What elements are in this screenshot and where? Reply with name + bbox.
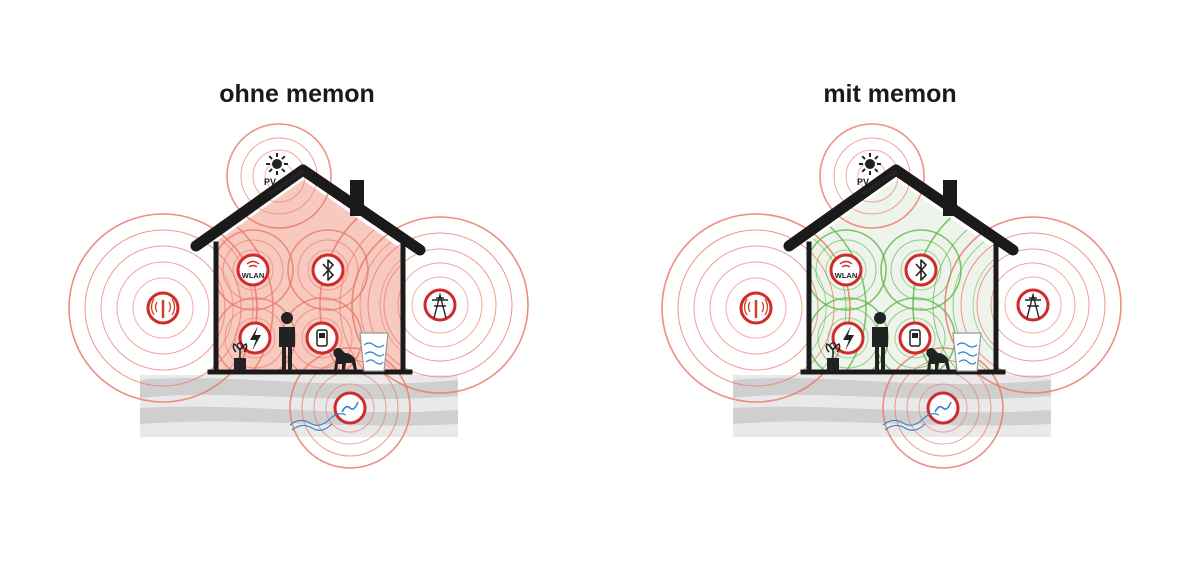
cell-tower-icon — [739, 291, 773, 325]
bluetooth-icon — [904, 253, 938, 287]
panel-title: mit memon — [823, 80, 957, 108]
mobile-phone-icon — [305, 321, 339, 355]
roof — [783, 164, 1019, 256]
person-icon — [872, 312, 888, 371]
tower-inner-waves — [809, 197, 867, 372]
sun-icon — [266, 153, 288, 175]
lightning-icon — [831, 321, 865, 355]
panel-title: ohne memon — [219, 80, 375, 108]
plant-icon — [825, 342, 841, 371]
pv-label: PV — [264, 177, 276, 187]
wlan-icon: WLAN — [236, 253, 270, 287]
roof — [190, 164, 426, 256]
water-vein-lines — [289, 413, 347, 431]
person-icon — [279, 312, 295, 371]
water-glass-icon — [952, 332, 982, 372]
house-outline — [783, 164, 1019, 375]
water-glass-icon — [359, 332, 389, 372]
solar-panel-icon — [268, 169, 305, 196]
house-diagram-mit-memon: PV WLAN — [661, 123, 1122, 469]
wlan-icon: WLAN — [829, 253, 863, 287]
wlan-label: WLAN — [242, 271, 265, 280]
dog-icon — [333, 348, 357, 370]
power-pylon-waves — [351, 216, 529, 394]
water-vein-lines — [882, 413, 940, 431]
panel-ohne-memon: ohne memon PV WLAN — [68, 80, 529, 469]
sun-icon — [859, 153, 881, 175]
house-diagram-ohne-memon: PV WLAN — [68, 123, 529, 469]
pylon-inner-waves — [319, 184, 403, 372]
bluetooth-icon — [311, 253, 345, 287]
power-pylon-icon — [1016, 288, 1050, 322]
pv-label: PV — [857, 177, 869, 187]
panel-mit-memon: mit memon PV WLAN — [593, 0, 1187, 578]
power-pylon-icon — [423, 288, 457, 322]
water-vein-icon — [926, 391, 960, 425]
tower-inner-waves — [216, 197, 274, 372]
dog-icon — [926, 348, 950, 370]
cell-tower-icon — [146, 291, 180, 325]
pylon-inner-waves — [912, 184, 996, 372]
water-vein-icon — [333, 391, 367, 425]
wlan-label: WLAN — [835, 271, 858, 280]
mobile-phone-icon — [898, 321, 932, 355]
solar-panel-icon — [861, 169, 898, 196]
power-pylon-waves — [944, 216, 1122, 394]
house-outline — [190, 164, 426, 375]
lightning-icon — [238, 321, 272, 355]
plant-icon — [232, 342, 248, 371]
